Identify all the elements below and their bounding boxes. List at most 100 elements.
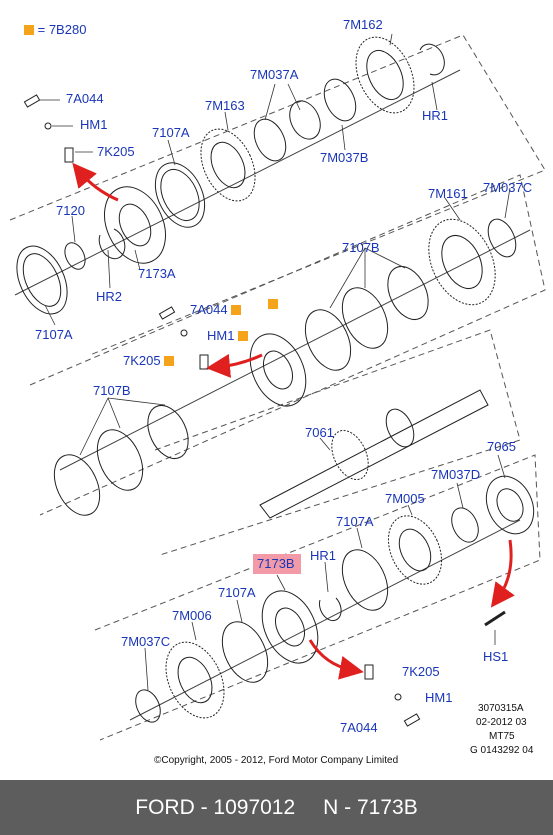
snap-ring-hr1-top [419,43,445,76]
label-7m006[interactable]: 7M006 [172,608,212,623]
marker-mid-hub [268,296,278,311]
copyright: ©Copyright, 2005 - 2012, Ford Motor Comp… [154,755,399,766]
synchro-hub-7173b [261,590,319,664]
label-7m037c-right[interactable]: 7M037C [483,180,533,195]
label-7107a-low[interactable]: 7107A [336,514,374,529]
label-7a044-mid[interactable]: 7A044 [190,302,242,317]
synchro-ring-7107b-mid-c [387,266,429,320]
spring-7k205-top [64,147,74,163]
ref-model: MT75 [489,731,515,742]
marker-icon [231,305,242,315]
footer-part-number: N - 7173B [323,795,418,819]
synchro-ring-7107a-top [154,162,206,228]
label-hr1-low[interactable]: HR1 [310,548,337,563]
label-hm1-top[interactable]: HM1 [80,117,108,132]
gear-7m005 [387,515,443,585]
label-7m037b[interactable]: 7M037B [320,150,369,165]
axis-line-top [14,69,461,296]
snap-ring-hr2 [98,228,126,260]
gear-7m006 [165,641,225,719]
footer-brand-part: FORD - 1097012 [135,795,296,819]
ball-hm1-mid [180,329,188,337]
main-shaft-7061 [259,389,489,519]
marker-icon [238,331,249,341]
gear-7m161 [428,218,496,306]
synchro-ring-7107b-mid-b [341,287,389,349]
group-boundary-top [9,34,546,356]
synchro-ring-7107b-low-a [53,454,101,516]
key-7a044-bottom [403,713,421,727]
arrow-7k205-bottom [308,639,364,680]
marker-icon [268,299,278,309]
ref-date: 02-2012 03 [476,717,527,728]
bolt-hs1 [484,610,506,627]
footer-bar: FORD - 1097012 N - 7173B [0,780,553,835]
label-7a044-bottom[interactable]: 7A044 [340,720,378,735]
spring-7k205-mid [199,354,209,370]
label-7120[interactable]: 7120 [56,203,85,218]
label-7m005[interactable]: 7M005 [385,491,425,506]
label-hm1-mid[interactable]: HM1 [207,328,249,343]
bearing-7m037d [451,507,479,543]
label-7m037c-left[interactable]: 7M037C [121,634,171,649]
label-7k205-bottom[interactable]: 7K205 [402,664,440,679]
synchro-ring-7107a-left [16,245,68,315]
label-7107a-left[interactable]: 7107A [35,327,73,342]
legend-text: = 7B280 [37,22,87,37]
ball-hm1-top [44,122,52,130]
label-7k205-mid[interactable]: 7K205 [123,353,175,368]
synchro-ring-7107b-low-b [96,429,144,491]
label-hr2[interactable]: HR2 [96,289,123,304]
key-7a044-mid [158,306,176,320]
highlight-7173b [253,554,301,574]
label-hs1[interactable]: HS1 [483,649,509,664]
legend-marker-icon [24,25,34,35]
label-7m161[interactable]: 7M161 [428,186,468,201]
label-7k205-top[interactable]: 7K205 [97,144,135,159]
synchro-hub-7173a [104,186,166,264]
spring-7k205-bottom [364,664,374,680]
group-boundary-bottom [94,454,541,741]
label-7107b-low[interactable]: 7107B [93,383,131,398]
arrow-7k205-mid [206,353,263,378]
ball-hm1-bottom [394,693,402,701]
label-7173b[interactable]: 7173B [257,556,295,571]
bearing-7m037a [253,118,287,162]
bearing-7065 [485,475,535,535]
arrow-hs1 [490,539,515,608]
bearing-7m037b [323,78,357,122]
label-7a044-top[interactable]: 7A044 [66,91,104,106]
label-7107a-bottom[interactable]: 7107A [218,585,256,600]
label-hm1-bottom[interactable]: HM1 [425,690,453,705]
label-7065[interactable]: 7065 [487,439,516,454]
synchro-ring-7107a-low [341,549,389,611]
label-7061[interactable]: 7061 [305,425,334,440]
arrow-7k205-top [72,162,119,202]
synchro-ring-7107b-low-c [147,405,189,459]
ref-drawing-number: G 0143292 04 [470,745,534,756]
label-7173a[interactable]: 7173A [138,266,176,281]
label-7m163[interactable]: 7M163 [205,98,245,113]
exploded-gearbox-diagram [9,33,546,741]
marker-icon [164,356,175,366]
synchro-hub-mid [249,333,307,407]
label-7107a-top[interactable]: 7107A [152,125,190,140]
label-7m162[interactable]: 7M162 [343,17,383,32]
spacer [289,100,321,140]
label-7m037a[interactable]: 7M037A [250,67,299,82]
label-hr1-top[interactable]: HR1 [422,108,449,123]
snap-ring-hr1-low [319,597,342,622]
synchro-ring-7107b-mid-a [304,309,352,371]
ref-code: 3070315A [478,703,524,714]
bearing-7m037c-left [135,689,161,723]
gear-7m162 [355,36,415,114]
bearing-7m037c-right [487,218,517,258]
key-7a044-top [23,94,41,108]
synchro-ring-7107a-bottom [221,621,269,683]
label-7m037d[interactable]: 7M037D [431,467,481,482]
axis-line-bottom [129,519,521,721]
group-boundary-shaft [154,329,521,556]
label-7107b-mid[interactable]: 7107B [342,240,380,255]
bearing-7120 [64,242,86,270]
group-boundary-mid [29,174,546,516]
